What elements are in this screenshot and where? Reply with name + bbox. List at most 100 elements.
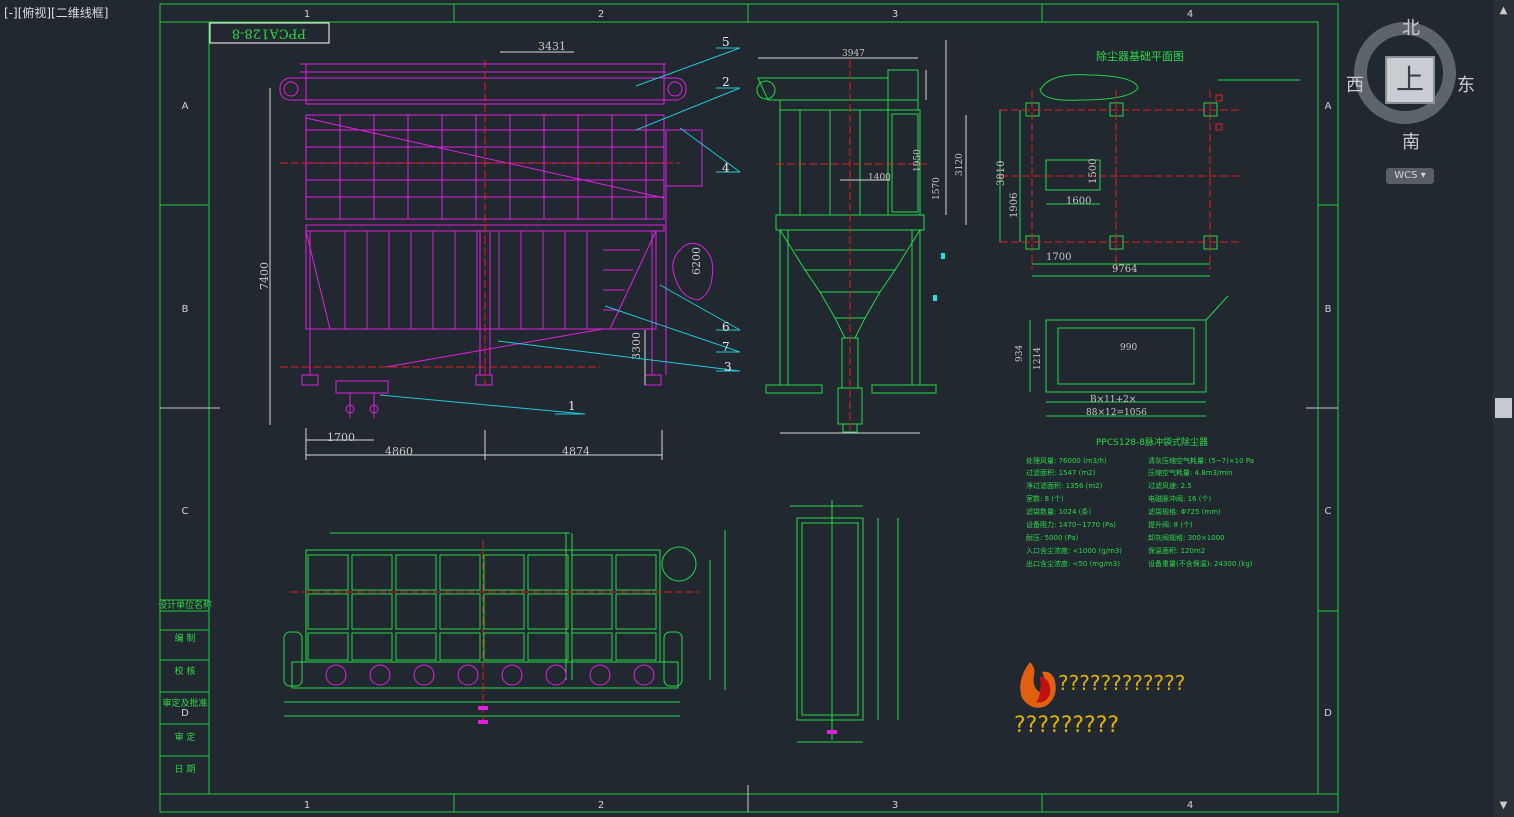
col-label: 3 [892, 9, 898, 20]
dim-label: 3300 [630, 332, 643, 360]
side-centerlines [776, 60, 930, 430]
spec-item: 过滤面积: 1547 (m2) [1026, 468, 1096, 477]
title-block-row: 日 期 [175, 764, 196, 775]
dim-label: 3120 [955, 153, 965, 176]
dim-label: 1600 [1066, 196, 1091, 207]
spec-item: 处理风量: 76000 (m3/h) [1026, 456, 1107, 465]
top-plan-centerlines [290, 540, 700, 720]
plan-title: 除尘器基础平面图 [1096, 49, 1184, 63]
marker [941, 253, 945, 259]
side-dim-labels: 3947 1950 3120 1570 1400 [842, 49, 965, 200]
title-block-row: 审定及批准 [162, 697, 207, 709]
spec-item: 入口含尘浓度: <1000 (g/m3) [1026, 546, 1122, 555]
wcs-label: WCS [1394, 170, 1418, 181]
col-label: 1 [304, 800, 310, 811]
leader-number: 2 [722, 75, 730, 89]
dim-label: 88×12=1056 [1086, 408, 1147, 418]
compass-north[interactable]: 北 [1402, 18, 1420, 39]
dim-label: 9764 [1112, 264, 1137, 275]
dim-label: 3947 [842, 49, 865, 59]
dim-label: B×11+2× [1090, 395, 1136, 405]
col-label: 2 [598, 9, 604, 20]
inlet-labels: 990 934 B×11+2× 88×12=1056 1214 [1015, 343, 1147, 418]
spec-item: 设备阻力: 1470~1770 (Pa) [1026, 520, 1116, 529]
side-elevation-view [756, 69, 937, 433]
front-centerlines [280, 60, 680, 385]
leader-number: 4 [722, 161, 730, 175]
logo-text: ????????? [1014, 713, 1119, 738]
row-label: B [182, 304, 189, 315]
marker [933, 295, 937, 301]
spec-item: 滤袋规格: Φ725 (mm) [1148, 507, 1221, 516]
wcs-menu-button[interactable]: WCS ▾ [1386, 168, 1434, 184]
title-block [159, 599, 210, 795]
dim-label: 990 [1120, 343, 1137, 353]
side-dimensions [758, 40, 967, 434]
drawing-frame [159, 3, 1339, 813]
scroll-up-icon[interactable]: ▲ [1499, 5, 1508, 16]
dim-label: 4874 [562, 445, 590, 458]
leader-lines [379, 47, 741, 415]
spec-item: 清灰压缩空气耗量: (5~7)×10 Pa [1148, 456, 1254, 465]
row-label: B [1325, 304, 1332, 315]
company-logo: ???????????? ????????? [1014, 662, 1185, 738]
title-block-row: 编 制 [175, 632, 196, 644]
title-block-text: 设计单位名称 编 制 校 核 审定及批准 审 定 日 期 [158, 599, 212, 775]
foundation-centerlines [1000, 90, 1242, 270]
inlet-detail-view [1029, 295, 1229, 417]
compass-east[interactable]: 东 [1457, 75, 1475, 96]
row-label: A [182, 101, 189, 112]
spec-item: 电磁脉冲阀: 16 (个) [1148, 494, 1211, 503]
viewcube[interactable]: 上 北 南 西 东 [1346, 14, 1476, 153]
chevron-down-icon: ▾ [1420, 170, 1426, 181]
compass-south[interactable]: 南 [1402, 132, 1420, 153]
dim-label: 4860 [385, 445, 413, 458]
foundation-plan-view [999, 74, 1300, 277]
dim-label: 3431 [538, 40, 566, 53]
spec-table: PPCS128-8脉冲袋式除尘器 处理风量: 76000 (m3/h) 过滤面积… [1026, 436, 1254, 568]
spec-item: 耐压: 5000 (Pa) [1026, 533, 1079, 542]
row-label: C [182, 506, 189, 517]
row-label: A [1325, 101, 1332, 112]
viewcube-top-face[interactable]: 上 [1385, 56, 1435, 104]
col-label: 1 [304, 9, 310, 20]
leader-number: 3 [724, 360, 732, 374]
dim-label: 1700 [1046, 252, 1071, 263]
spec-item: 提升阀: 8 (个) [1148, 520, 1193, 529]
dim-label: 1700 [327, 431, 355, 444]
vertical-scrollbar[interactable]: ▲ ▼ [1493, 0, 1514, 817]
leader-numbers: 5 2 4 6 7 3 1 [568, 35, 732, 413]
dim-label: 1950 [913, 149, 923, 172]
scroll-down-icon[interactable]: ▼ [1499, 800, 1508, 811]
front-elevation-view [279, 63, 714, 418]
dim-label: 3810 [996, 161, 1007, 186]
spec-item: 卸灰阀规格: 300×1000 [1148, 533, 1225, 542]
dim-label: 1214 [1033, 347, 1043, 370]
front-dimensions [269, 51, 663, 460]
viewport-label[interactable]: [-][俯视][二维线框] [4, 6, 109, 20]
title-block-row: 校 核 [175, 665, 196, 677]
dim-label: 1400 [868, 173, 891, 183]
compass-west[interactable]: 西 [1346, 75, 1364, 96]
spec-item: 出口含尘浓度: <50 (mg/m3) [1026, 559, 1120, 568]
dim-label: 7400 [258, 262, 271, 290]
leader-number: 6 [722, 320, 730, 334]
dim-label: 6200 [690, 247, 703, 275]
spec-item: 滤袋数量: 1024 (条) [1026, 507, 1091, 516]
dim-label: 934 [1015, 345, 1025, 362]
row-label: D [181, 708, 189, 719]
top-plan-view [283, 530, 726, 717]
leader-number: 5 [722, 35, 730, 49]
dim-label: 1570 [932, 177, 942, 200]
front-dim-labels: 3431 7400 1700 4860 4874 6200 3300 [258, 40, 703, 458]
col-label: 4 [1187, 9, 1193, 20]
leader-number: 1 [568, 399, 576, 413]
spec-item: 保温面积: 120m2 [1148, 546, 1205, 555]
title-code: PPCA128-8 [232, 26, 306, 41]
spec-item: 净过滤面积: 1356 (m2) [1026, 481, 1103, 490]
row-label: D [1324, 708, 1332, 719]
scrollbar-thumb[interactable] [1495, 398, 1512, 418]
top-plan-marks [478, 706, 488, 724]
spec-item: 室数: 8 (个) [1026, 494, 1064, 503]
